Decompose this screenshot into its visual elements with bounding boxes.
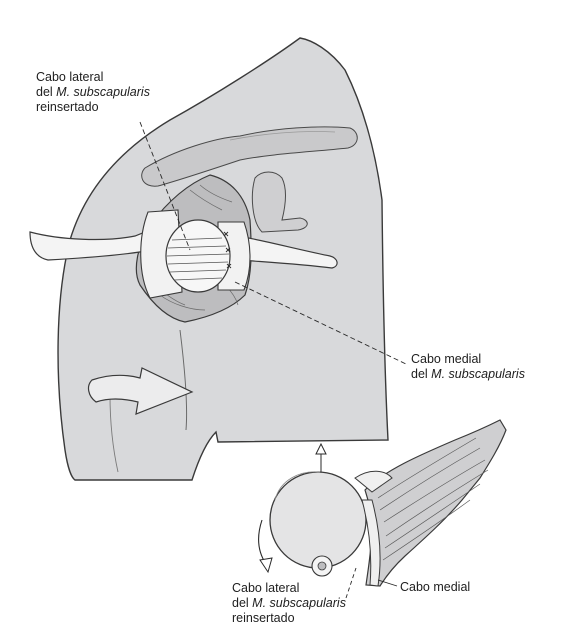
label-line: Cabo medial xyxy=(400,580,471,594)
tendon-fibres xyxy=(166,237,230,281)
label-prefix: del xyxy=(411,367,432,381)
retractor-right xyxy=(237,235,338,269)
label-line: Cabo medial xyxy=(411,352,482,366)
label-muscle-name: M. subscapularis xyxy=(56,85,150,99)
clavicle-highlight xyxy=(229,131,336,141)
label-lateral-head-reinserted-top: Cabo lateral del M. subscapularis reinse… xyxy=(36,70,150,115)
leader-line-lateral-top xyxy=(139,121,191,251)
rotation-arrow-icon xyxy=(87,367,194,415)
retractor-left xyxy=(29,229,161,261)
clavicle-contour xyxy=(141,126,358,187)
label-muscle-name: M. subscapularis xyxy=(252,596,346,610)
label-line: Cabo lateral xyxy=(36,70,104,84)
leader-line-medial-bottom xyxy=(377,579,398,587)
label-prefix: del xyxy=(36,85,57,99)
rotation-arrow-small-icon xyxy=(257,519,267,565)
humeral-head-section xyxy=(269,471,367,569)
leader-line-lateral-bottom xyxy=(345,567,357,599)
cross-section-view xyxy=(257,419,507,599)
label-line: Cabo lateral xyxy=(232,581,300,595)
label-medial-head-bottom: Cabo medial xyxy=(400,580,470,595)
label-line: reinsertado xyxy=(36,100,99,114)
label-line: del M. subscapularis xyxy=(36,85,150,100)
label-line: reinsertado xyxy=(232,611,295,625)
label-line: del M. subscapularis xyxy=(411,367,525,382)
label-line: del M. subscapularis xyxy=(232,596,346,611)
label-medial-head-right: Cabo medial del M. subscapularis xyxy=(411,352,525,382)
coracoid-contour xyxy=(251,171,308,233)
label-muscle-name: M. subscapularis xyxy=(431,367,525,381)
muscle-fibres xyxy=(377,437,489,561)
skin-fold-line xyxy=(179,329,188,431)
label-lateral-head-reinserted-bottom: Cabo lateral del M. subscapularis reinse… xyxy=(232,581,346,626)
subscapularis-stump xyxy=(361,499,381,587)
suture-marks xyxy=(223,231,232,269)
label-prefix: del xyxy=(232,596,253,610)
skin-fold-line-2 xyxy=(109,394,119,473)
surgical-field xyxy=(29,174,338,323)
glenoid-rim xyxy=(354,470,393,493)
